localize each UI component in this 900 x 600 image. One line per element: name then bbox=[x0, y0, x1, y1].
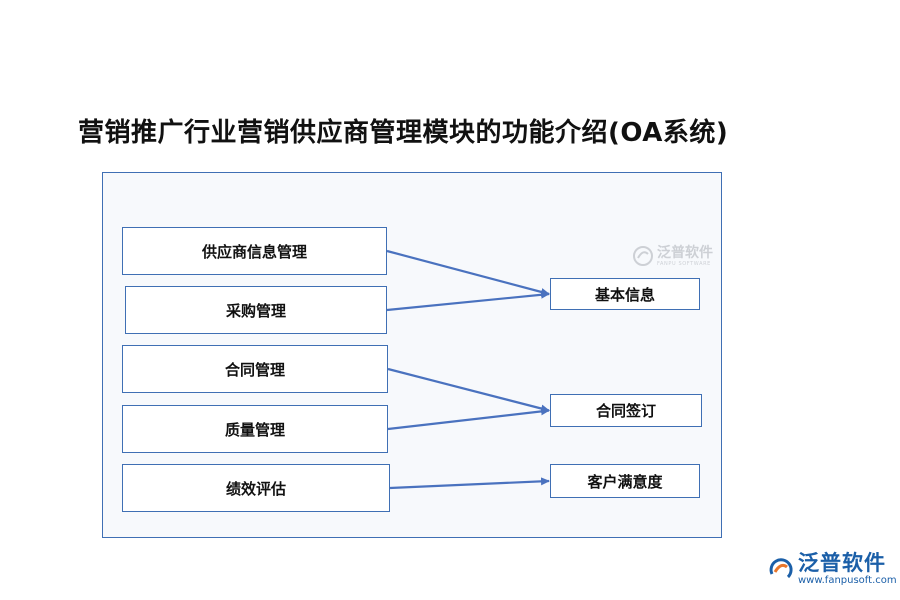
brand-logo: 泛普软件 www.fanpusoft.com bbox=[768, 552, 897, 586]
node-label: 供应商信息管理 bbox=[201, 242, 307, 261]
node-quality-mgmt: 质量管理 bbox=[122, 405, 388, 453]
connector-arrow-l5-r3 bbox=[389, 477, 550, 490]
brand-logo-icon bbox=[769, 558, 793, 579]
node-performance: 绩效评估 bbox=[122, 464, 390, 512]
node-label: 客户满意度 bbox=[587, 472, 663, 491]
node-customer-satisfaction: 客户满意度 bbox=[550, 464, 700, 498]
watermark-sub: FANPU SOFTWARE bbox=[657, 260, 711, 267]
connector-arrow-l4-r2 bbox=[387, 407, 550, 431]
node-label: 绩效评估 bbox=[225, 479, 286, 498]
page-title: 营销推广行业营销供应商管理模块的功能介绍(OA系统) bbox=[78, 118, 729, 148]
node-label: 合同管理 bbox=[224, 360, 285, 379]
node-supplier-info: 供应商信息管理 bbox=[122, 227, 387, 275]
brand-name: 泛普软件 bbox=[798, 551, 886, 575]
node-label: 合同签订 bbox=[595, 402, 656, 420]
node-contract-mgmt: 合同管理 bbox=[122, 345, 388, 393]
watermark: 泛普软件 FANPU SOFTWARE bbox=[632, 245, 713, 267]
watermark-logo-icon bbox=[633, 246, 653, 266]
connector-arrow-l2-r1 bbox=[386, 290, 550, 312]
connector-arrow-l1-r1 bbox=[386, 249, 550, 296]
watermark-name: 泛普软件 bbox=[657, 244, 713, 261]
node-label: 采购管理 bbox=[225, 301, 286, 320]
node-contract-signing: 合同签订 bbox=[550, 394, 702, 427]
connector-arrow-l3-r2 bbox=[387, 367, 550, 413]
brand-url: www.fanpusoft.com bbox=[798, 575, 897, 586]
node-label: 质量管理 bbox=[224, 420, 285, 439]
node-procurement: 采购管理 bbox=[125, 286, 387, 334]
node-basic-info: 基本信息 bbox=[550, 278, 700, 310]
node-label: 基本信息 bbox=[594, 285, 655, 304]
